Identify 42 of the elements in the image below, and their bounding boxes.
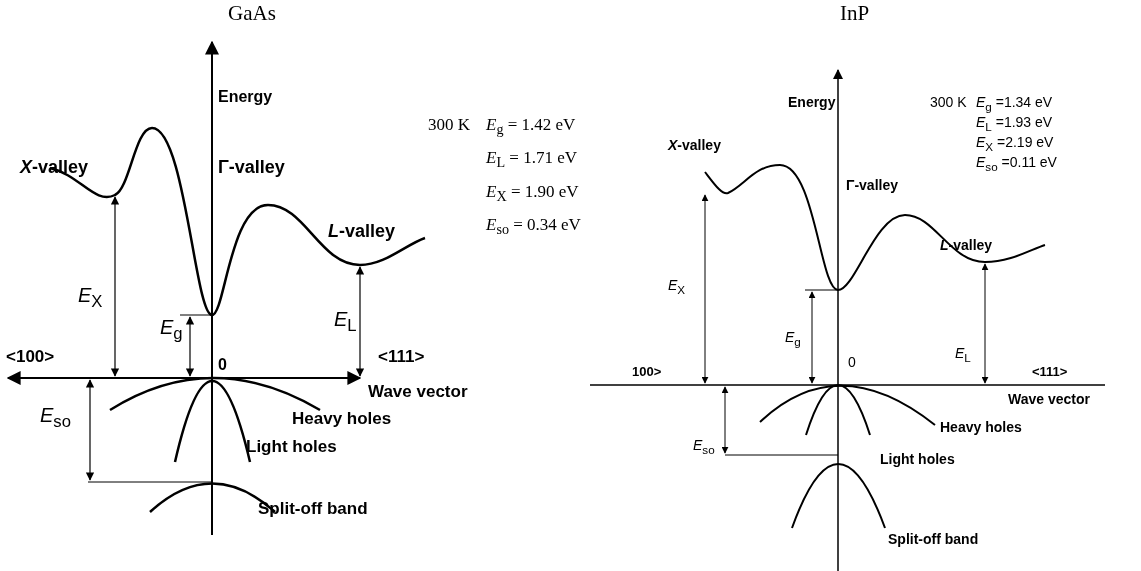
parameter-value: E$_{L}$ = 1.71 eV — [486, 149, 577, 171]
origin-label: 0 — [848, 355, 856, 371]
direction-label: 100> — [632, 365, 662, 380]
energy-gap-label: E$_{so}$ — [40, 404, 71, 432]
parameter-value: E$_{X}$ =2.19 eV — [976, 135, 1054, 154]
energy-gap-label: E$_{X}$ — [78, 284, 103, 312]
band-label: Heavy holes — [940, 420, 1022, 436]
parameter-value: E$_{g}$ = 1.42 eV — [486, 116, 576, 138]
band-label: Split-off band — [888, 532, 979, 548]
parameter-value: E$_{L}$ =1.93 eV — [976, 115, 1053, 134]
band-label: Light holes — [880, 452, 955, 468]
energy-gap-label: E$_{so}$ — [693, 438, 715, 457]
temperature-label: 300 K — [428, 116, 471, 135]
panel-title: InP — [840, 2, 870, 26]
band-label: Split-off band — [258, 500, 368, 519]
parameter-value: E$_{so}$ =0.11 eV — [976, 155, 1057, 174]
energy-gap-label: E$_{X}$ — [668, 278, 686, 297]
band-label: Heavy holes — [292, 410, 392, 429]
temperature-label: 300 K — [930, 95, 967, 111]
axis-label: Energy — [218, 88, 273, 106]
valley-label: X-valley — [20, 158, 89, 178]
energy-gap-label: E$_{g}$ — [785, 330, 801, 349]
valley-label: Γ-valley — [218, 158, 285, 178]
band-label: Light holes — [246, 438, 337, 457]
direction-label: <111> — [378, 348, 425, 367]
parameter-value: E$_{so}$ = 0.34 eV — [486, 216, 581, 238]
valley-label: L-valley — [940, 238, 993, 254]
energy-gap-label: E$_{L}$ — [955, 346, 971, 365]
valley-label: X-valley — [668, 138, 721, 154]
axis-label: Wave vector — [1008, 392, 1090, 408]
axis-label: Wave vector — [368, 383, 468, 402]
valley-label: Γ-valley — [846, 178, 898, 194]
origin-label: 0 — [218, 356, 227, 374]
axis-label: Energy — [788, 95, 836, 111]
parameter-value: E$_{g}$ =1.34 eV — [976, 95, 1053, 114]
valley-label: L-valley — [328, 222, 396, 242]
direction-label: <111> — [1032, 365, 1068, 380]
panel-title: GaAs — [228, 2, 276, 26]
energy-gap-label: E$_{L}$ — [334, 308, 357, 336]
energy-gap-label: E$_{g}$ — [160, 316, 183, 344]
parameter-value: E$_{X}$ = 1.90 eV — [486, 183, 579, 205]
direction-label: <100> — [6, 348, 55, 367]
